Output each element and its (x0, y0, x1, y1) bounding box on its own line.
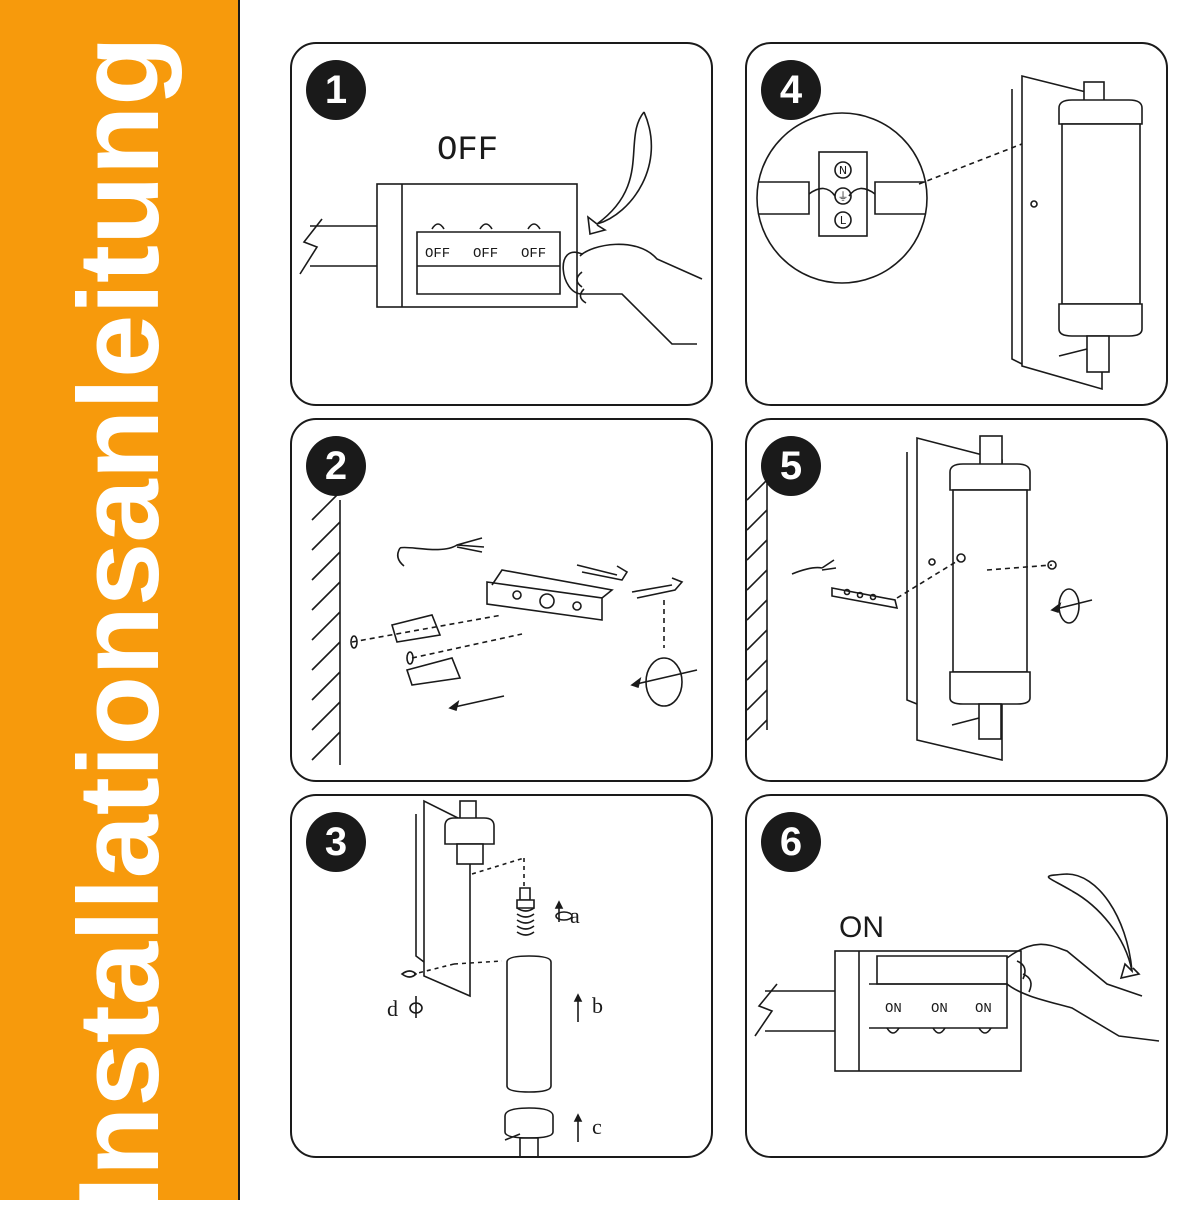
step-5-badge: 5 (761, 436, 821, 496)
step-1-switch-labels: OFF OFF OFF (425, 246, 546, 262)
step-6-heading: ON (839, 911, 884, 944)
switch-label-2: ON (931, 1001, 948, 1017)
step-2-panel: 2 (290, 418, 713, 782)
switch-label-1: OFF (425, 246, 450, 262)
switch-label-3: OFF (521, 246, 546, 262)
label-c: c (592, 1114, 602, 1139)
step-1-panel: 1 OFF OFF OFF OFF (290, 42, 713, 406)
switch-label-3: ON (975, 1001, 992, 1017)
step-6-illustration: ON ON ON (754, 873, 1160, 1072)
step-1-illustration: OFF OFF OFF (299, 111, 703, 345)
label-d: d (387, 996, 398, 1021)
step-4-illustration: N ⏚ L (756, 74, 1143, 391)
step-4-terminal-labels: N ⏚ L (838, 164, 849, 227)
terminal-label-ground: ⏚ (838, 190, 849, 203)
step-3-illustration (400, 799, 583, 1156)
step-4-panel: 4 N ⏚ L (745, 42, 1168, 406)
step-5-panel: 5 (745, 418, 1168, 782)
terminal-label-n: N (839, 164, 847, 177)
sidebar: Installationsanleitung (0, 0, 240, 1208)
step-1-badge: 1 (306, 60, 366, 120)
step-3-badge: 3 (306, 812, 366, 872)
step-6-badge: 6 (761, 812, 821, 872)
step-3-panel: 3 a b c d (290, 794, 713, 1158)
step-2-badge: 2 (306, 436, 366, 496)
step-1-heading: OFF (437, 132, 499, 170)
step-2-illustration (311, 491, 698, 765)
step-6-switch-labels: ON ON ON (885, 1001, 992, 1017)
label-b: b (592, 993, 603, 1018)
switch-label-1: ON (885, 1001, 902, 1017)
switch-label-2: OFF (473, 246, 498, 262)
step-5-illustration (747, 435, 1093, 762)
terminal-label-l: L (840, 214, 847, 227)
label-a: a (570, 903, 580, 928)
sidebar-title: Installationsanleitung (56, 36, 183, 1208)
step-6-panel: 6 ON ON ON ON (745, 794, 1168, 1158)
step-4-badge: 4 (761, 60, 821, 120)
